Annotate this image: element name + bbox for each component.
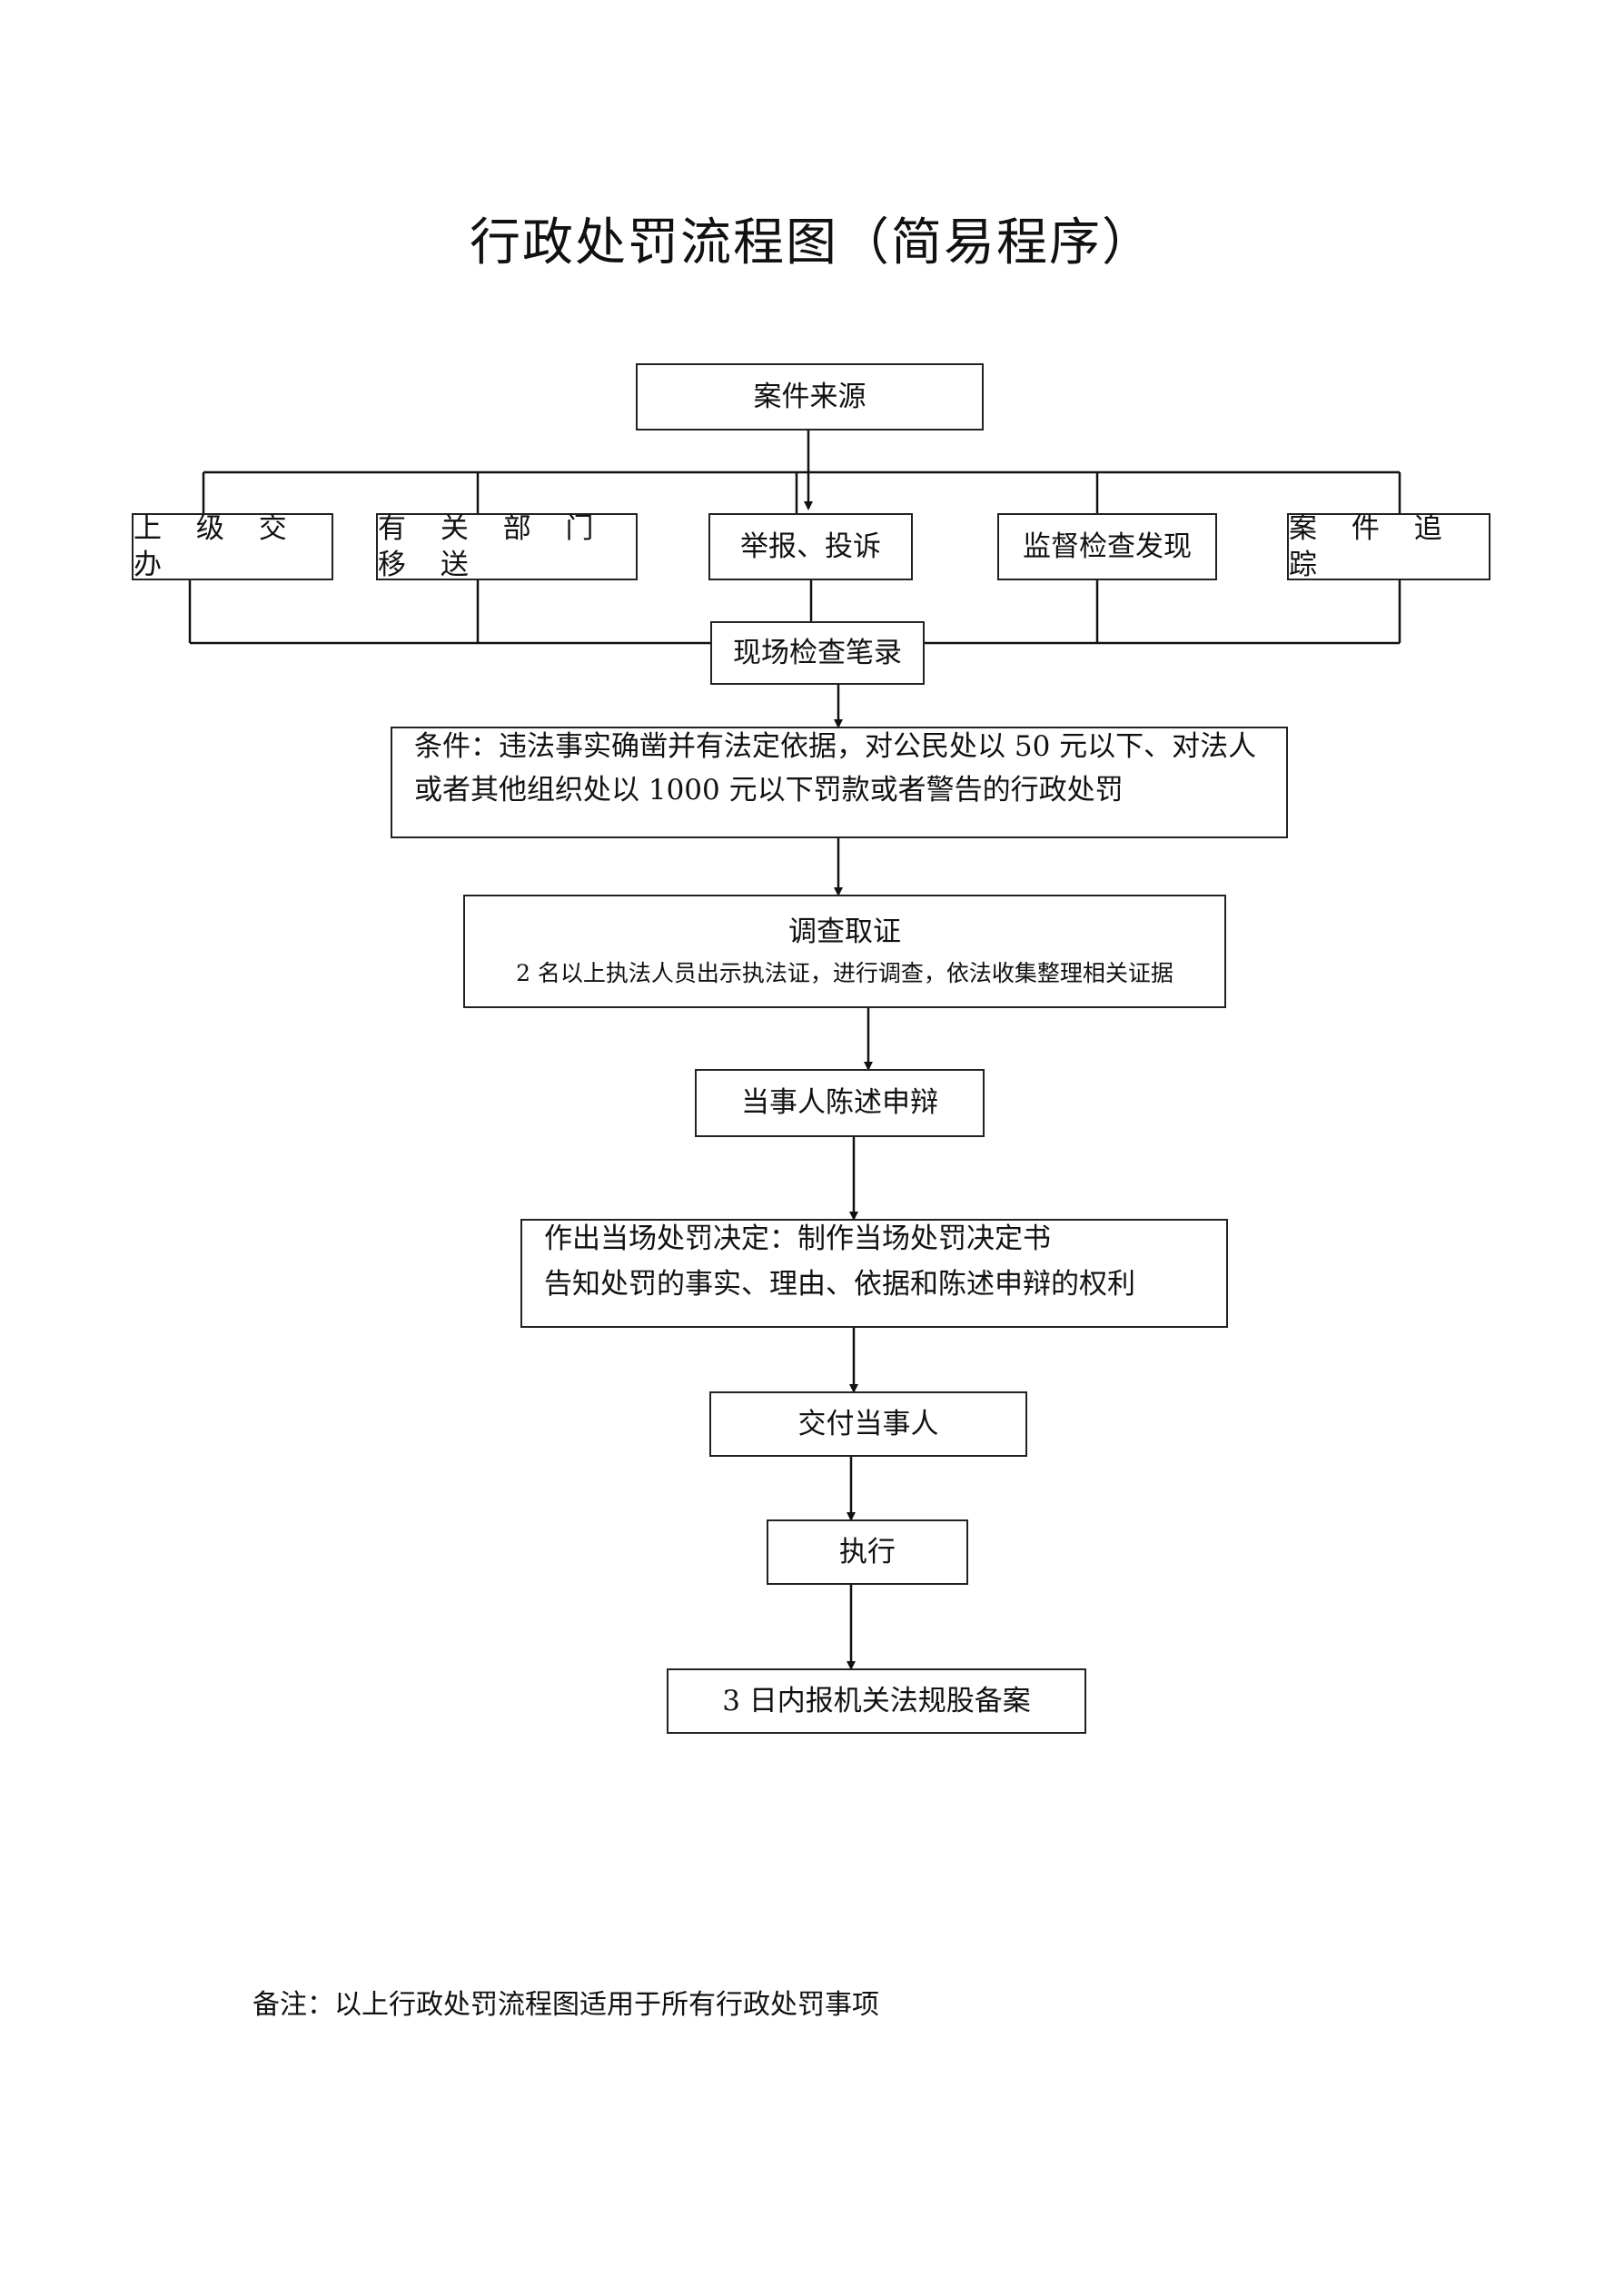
node-onsite-record: 现场检查笔录 [710, 621, 925, 685]
node-penalty-decision: 作出当场处罚决定：制作当场处罚决定书 告知处罚的事实、理由、依据和陈述申辩的权利 [520, 1219, 1228, 1328]
node-penalty-decision-line1: 作出当场处罚决定：制作当场处罚决定书 [544, 1222, 1051, 1255]
node-deliver-party-label: 交付当事人 [797, 1407, 939, 1440]
node-department-transfer-label: 有 关 部 门 移 送 [378, 511, 607, 581]
node-case-source: 案件来源 [636, 363, 984, 430]
node-superior-assignment-label: 上 级 交 办 [134, 511, 300, 581]
node-case-tracking-label: 案 件 追 踪 [1289, 511, 1455, 581]
node-condition-line1: 条件：违法事实确凿并有法定依据，对公民处以 50 元以下、对法人 [414, 730, 1257, 763]
node-deliver-party: 交付当事人 [709, 1391, 1027, 1457]
node-report-complaint: 举报、投诉 [708, 513, 913, 580]
node-execute: 执行 [767, 1519, 968, 1585]
node-filing-label: 3 日内报机关法规股备案 [722, 1684, 1031, 1717]
footnote: 备注：以上行政处罚流程图适用于所有行政处罚事项 [253, 1989, 879, 2021]
node-condition: 条件：违法事实确凿并有法定依据，对公民处以 50 元以下、对法人 或者其他组织处… [391, 727, 1288, 838]
node-filing: 3 日内报机关法规股备案 [667, 1668, 1086, 1734]
node-party-statement-label: 当事人陈述申辩 [741, 1086, 938, 1120]
node-onsite-record-label: 现场检查笔录 [733, 636, 902, 669]
node-superior-assignment: 上 级 交 办 [132, 512, 333, 581]
node-report-complaint-label: 举报、投诉 [740, 529, 881, 563]
node-department-transfer: 有 关 部 门 移 送 [376, 512, 638, 581]
node-case-tracking: 案 件 追 踪 [1287, 512, 1490, 581]
node-inspection-found-label: 监督检查发现 [1023, 529, 1192, 563]
node-party-statement: 当事人陈述申辩 [695, 1069, 985, 1137]
node-inspection-found: 监督检查发现 [997, 513, 1217, 580]
node-investigation-detail: 2 名以上执法人员出示执法证，进行调查，依法收集整理相关证据 [516, 960, 1173, 987]
node-investigation: 调查取证 2 名以上执法人员出示执法证，进行调查，依法收集整理相关证据 [463, 895, 1226, 1008]
node-execute-label: 执行 [839, 1535, 896, 1569]
node-condition-line2: 或者其他组织处以 1000 元以下罚款或者警告的行政处罚 [414, 774, 1124, 807]
node-investigation-title: 调查取证 [788, 915, 901, 949]
node-case-source-label: 案件来源 [753, 380, 866, 413]
page-title: 行政处罚流程图（简易程序） [470, 213, 1154, 272]
node-penalty-decision-line2: 告知处罚的事实、理由、依据和陈述申辩的权利 [544, 1268, 1135, 1301]
